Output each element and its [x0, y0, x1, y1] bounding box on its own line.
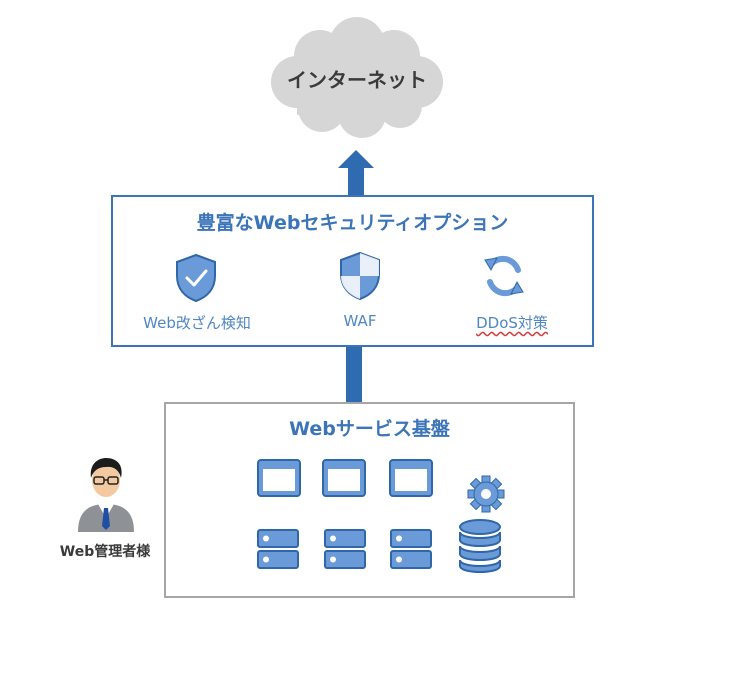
gear-icon [467, 475, 505, 513]
option-label-ddos: DDoS対策 [442, 312, 582, 333]
server-icon [390, 529, 432, 569]
refresh-icon [484, 255, 524, 297]
server-icon [324, 529, 366, 569]
option-label-tamper-detection: Web改ざん検知 [143, 314, 251, 332]
database-icon [459, 519, 501, 573]
internet-label: インターネット [287, 68, 427, 92]
cloud-icon [271, 17, 443, 138]
window-icon [322, 459, 366, 497]
admin-label: Web管理者様 [59, 544, 151, 560]
platform-title: Webサービス基盤 [289, 418, 450, 440]
admin-person-icon [78, 458, 134, 532]
option-label-waf: WAF [343, 312, 377, 330]
ddos-text: DDoS対策 [476, 314, 548, 332]
server-icon [257, 529, 299, 569]
window-icon [257, 459, 301, 497]
shield-icon [340, 251, 380, 301]
web-service-platform-panel [164, 402, 575, 598]
connector-arrow [346, 347, 362, 403]
options-title: 豊富なWebセキュリティオプション [196, 212, 509, 234]
arrow-up-icon [338, 150, 374, 196]
shield-check-icon [176, 253, 216, 303]
window-icon [389, 459, 433, 497]
